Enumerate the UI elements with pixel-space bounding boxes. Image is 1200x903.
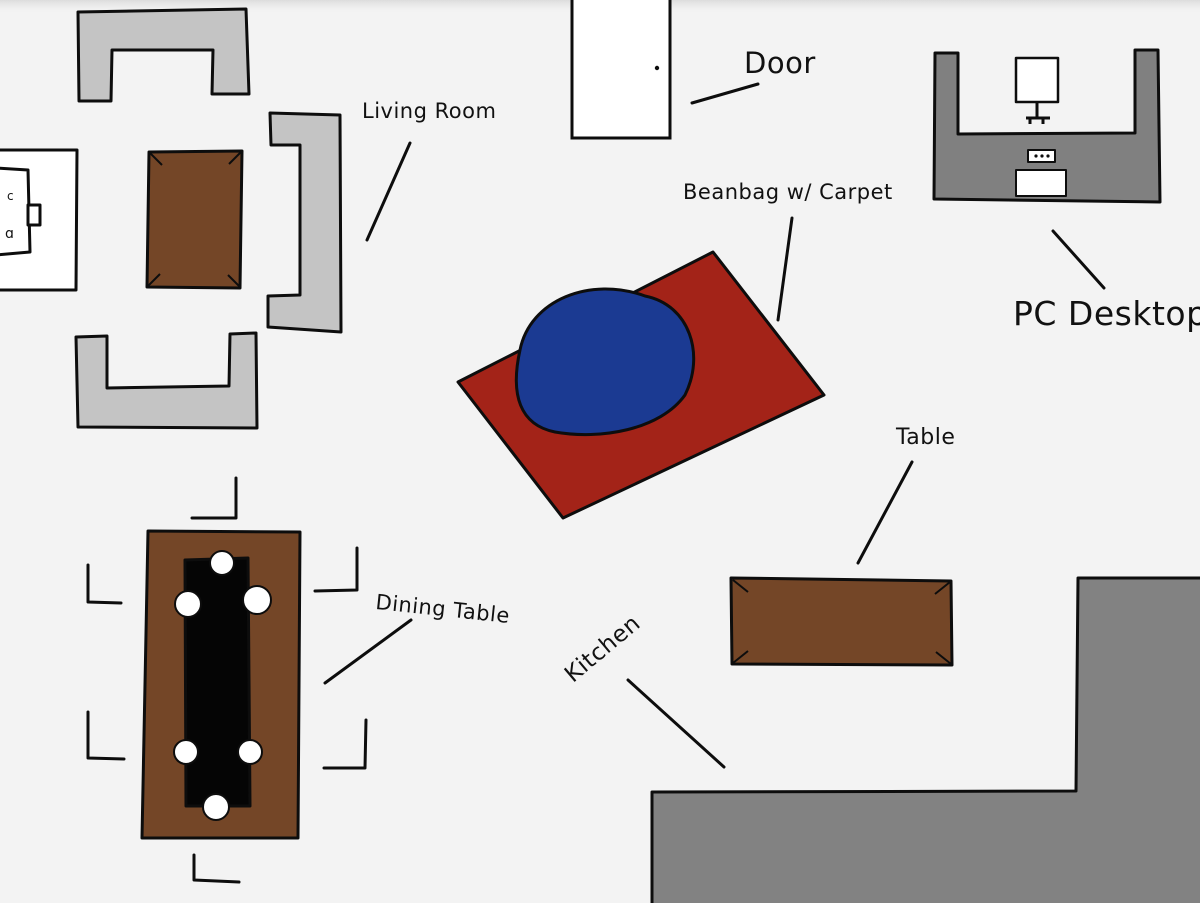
door: [570, 0, 672, 140]
beanbag: [514, 287, 696, 437]
beanbag-with-carpet: [456, 250, 826, 520]
dining-chairs: [86, 476, 368, 884]
dining-table-leader-line: [323, 618, 413, 685]
kitchen-leader-line: [626, 678, 726, 769]
living-room-leader-line: [365, 141, 412, 242]
svg-text:ɑ: ɑ: [5, 226, 14, 242]
living-room-label: Living Room: [362, 99, 497, 123]
door-label: Door: [744, 46, 816, 80]
sofa-top: [76, 7, 251, 103]
svg-text:c: c: [7, 189, 14, 203]
beanbag-leader-line: [776, 216, 794, 322]
kitchen-counter: [650, 576, 1200, 903]
keyboard-and-pc: [1015, 149, 1067, 197]
pc-desktop-label: PC Desktop: [1013, 294, 1200, 333]
coffee-table: [145, 149, 244, 290]
sofa-right: [266, 111, 343, 334]
pc-desktop-leader-line: [1051, 229, 1106, 290]
table-leader-line: [856, 460, 914, 565]
beanbag-label: Beanbag w/ Carpet: [683, 180, 893, 204]
table: [729, 576, 954, 667]
living-room-area: c ɑ: [0, 7, 343, 430]
door-leader-line: [690, 82, 760, 105]
monitor: [1014, 56, 1060, 124]
tv-stand: c ɑ: [0, 148, 79, 292]
pc-desk: [932, 48, 1162, 204]
table-label: Table: [896, 425, 956, 450]
place-settings: [173, 550, 272, 821]
dining-table: [140, 529, 302, 840]
sofa-bottom: [74, 331, 259, 430]
